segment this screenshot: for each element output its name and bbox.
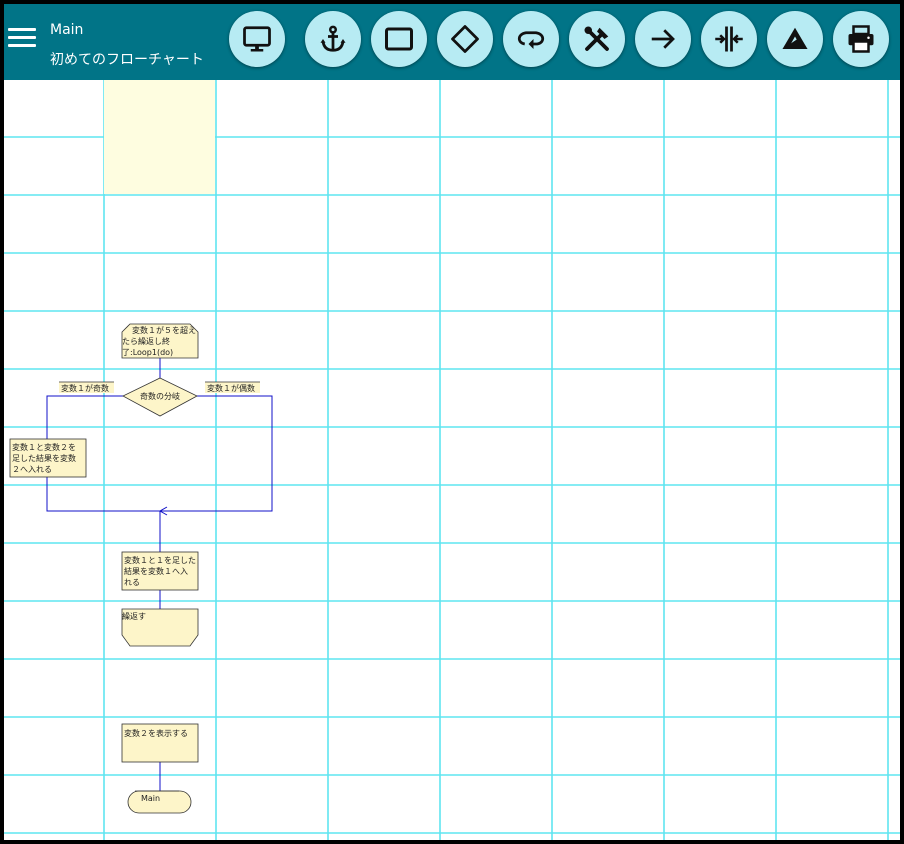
- monitor-icon: [243, 26, 271, 52]
- loop-end-label: 繰返す: [122, 611, 146, 621]
- warning-button[interactable]: [767, 11, 823, 67]
- flowchart-canvas[interactable]: 変数１が５を超え たら繰返し終 了:Loop1(do) 奇数の分岐 変数１が奇数…: [4, 80, 900, 840]
- highlight-cell: [104, 80, 215, 194]
- process-odd-node[interactable]: 変数１と変数２を 足した結果を変数 ２へ入れる: [9, 438, 87, 478]
- rectangle-button[interactable]: [371, 11, 427, 67]
- split-icon: [715, 26, 743, 52]
- rectangle-icon: [385, 27, 413, 51]
- terminal-node[interactable]: Main: [127, 790, 192, 814]
- print-button[interactable]: [833, 11, 889, 67]
- loop-icon: [517, 31, 545, 49]
- svg-text:変数１が奇数: 変数１が奇数: [61, 383, 109, 393]
- branch-label-left: 変数１が奇数: [59, 381, 114, 393]
- loop-end-node[interactable]: 繰返す: [121, 608, 199, 647]
- branch-label-right: 変数１が偶数: [205, 381, 260, 393]
- connectors: [46, 358, 273, 791]
- arrow-right-icon: [651, 29, 675, 49]
- process-increment-line-1: 変数１と１を足した: [124, 555, 196, 565]
- loop-start-line-3: 了:Loop1(do): [122, 348, 173, 357]
- terminal-label: Main: [141, 794, 160, 803]
- anchor-button[interactable]: [305, 11, 361, 67]
- decision-label: 奇数の分岐: [140, 391, 180, 401]
- loop-start-line-2: たら繰返し終: [122, 336, 170, 346]
- app-window: Main 初めてのフローチャート: [4, 4, 900, 840]
- process-increment-line-3: れる: [124, 578, 140, 587]
- process-odd-line-3: ２へ入れる: [12, 465, 52, 474]
- process-odd-line-1: 変数１と変数２を: [12, 442, 76, 452]
- app-title: Main: [50, 22, 84, 38]
- process-increment-line-2: 結果を変数１へ入: [124, 566, 188, 576]
- diamond-icon: [451, 25, 479, 53]
- tools-icon: [584, 26, 609, 51]
- app-header: Main 初めてのフローチャート: [4, 4, 900, 80]
- document-title: 初めてのフローチャート: [50, 52, 204, 68]
- hamburger-menu-icon[interactable]: [8, 28, 36, 52]
- grid-lines: [4, 80, 900, 840]
- arrow-right-button[interactable]: [635, 11, 691, 67]
- process-display-label: 変数２を表示する: [124, 728, 188, 738]
- diamond-button[interactable]: [437, 11, 493, 67]
- svg-text:変数１が偶数: 変数１が偶数: [207, 383, 255, 393]
- monitor-button[interactable]: [229, 11, 285, 67]
- anchor-icon: [320, 25, 346, 52]
- loop-start-line-1: 変数１が５を超え: [132, 325, 196, 335]
- tools-button[interactable]: [569, 11, 625, 67]
- loop-button[interactable]: [503, 11, 559, 67]
- warning-icon: [782, 27, 808, 49]
- split-button[interactable]: [701, 11, 757, 67]
- process-odd-line-2: 足した結果を変数: [12, 453, 76, 463]
- loop-start-node[interactable]: 変数１が５を超え たら繰返し終 了:Loop1(do): [121, 323, 199, 359]
- process-increment-node[interactable]: 変数１と１を足した 結果を変数１へ入 れる: [121, 551, 199, 591]
- print-icon: [848, 25, 874, 53]
- process-display-node[interactable]: 変数２を表示する: [121, 723, 199, 763]
- decision-node[interactable]: 奇数の分岐: [122, 377, 198, 417]
